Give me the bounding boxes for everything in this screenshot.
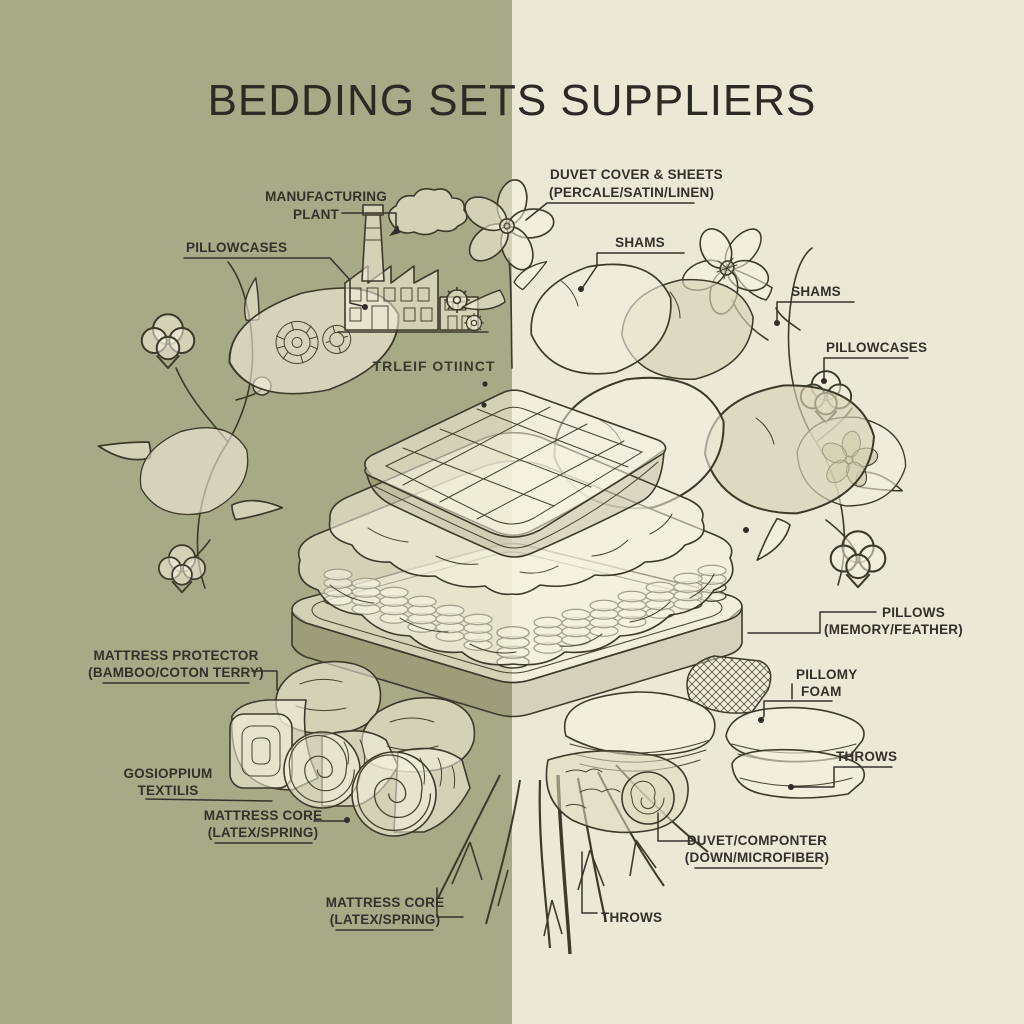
leader-line [145,798,273,802]
leader-dot [578,286,584,292]
leader-line [582,252,685,288]
label-text: MATTRESS CORE [204,808,323,823]
leader-dot [774,320,780,326]
label-text: (MEMORY/FEATHER) [824,622,963,637]
label-text: DUVET/COMPONTER [687,833,827,848]
leader-line [747,611,877,634]
label-text: PILLOWCASES [186,240,287,255]
quilted-duvet-bed-stack [297,389,734,666]
label-shams-center: SHAMS [578,235,685,292]
label-pillomy-foam: PILLOMY FOAM [758,667,857,723]
mesh-foam-swatch [686,655,772,714]
label-pillowcases-right: PILLOWCASES [821,340,927,384]
leader-line [823,357,909,379]
label-shams-right: SHAMS [774,284,855,326]
manufacturing-plant-illustration [337,188,489,334]
pillow-shams-group [517,247,883,527]
label-mattress-core-bottom: MATTRESS CORE (LATEX/SPRING) [326,887,464,931]
label-text: GOSIOPPIUM [123,766,212,781]
leader-line [214,820,345,844]
label-throws-bottom: THROWS [581,851,662,925]
label-text: (PERCALE/SATIN/LINEN) [549,185,714,200]
label-manufacturing-plant: MANUFACTURING PLANT [265,189,400,236]
leader-dot [362,304,368,310]
leader-dot [821,378,827,384]
leader-line [335,887,464,931]
mattress-rolls [229,699,471,837]
label-duvet-cover-sheets: DUVET COVER & SHEETS (PERCALE/SATIN/LINE… [525,167,723,221]
quilted-duvet [364,389,667,538]
folded-duvets [545,691,866,834]
label-text: PLANT [293,207,340,222]
label-text: SHAMS [615,235,665,250]
leader-line [341,212,397,228]
label-text: MATTRESS PROTECTOR [93,648,258,663]
leader-line [183,257,363,307]
label-pillowcases-left: PILLOWCASES [183,240,368,310]
label-text: FOAM [801,684,842,699]
smoke-cloud [388,188,468,236]
label-text: PILLOMY [796,667,857,682]
leader-dot [482,381,488,387]
label-text: PILLOWCASES [826,340,927,355]
label-mattress-core-left: MATTRESS CORE (LATEX/SPRING) [204,808,350,844]
cotton-plant-left [97,261,415,594]
label-duvet-comforter: DUVET/COMPONTER (DOWN/MICROFIBER) [657,812,829,869]
leader-line [776,301,855,321]
leader-line [657,812,823,869]
pillow-spool-print [215,268,415,415]
leader-line [581,851,598,914]
label-text: MANUFACTURING [265,189,387,204]
label-text: TEXTILIS [138,783,199,798]
leader-dot [344,817,350,823]
leader-line [525,202,695,221]
label-text: DUVET COVER & SHEETS [550,167,723,182]
label-mattress-protector: MATTRESS PROTECTOR (BAMBOO/COTON TERRY) [88,648,278,691]
rolled-blanket [545,750,689,834]
label-text: THROWS [601,910,662,925]
leader-dot [788,784,794,790]
leader-line [793,766,893,788]
leader-dot [758,717,764,723]
label-throws-right: THROWS [788,749,897,790]
label-text: (BAMBOO/COTON TERRY) [88,665,264,680]
leader-arrow [389,225,400,236]
label-text: TRLEIF OTIINCT [373,358,496,374]
label-text: THROWS [836,749,897,764]
label-pillows-memory-feather: PILLOWS (MEMORY/FEATHER) [743,527,963,637]
leader-line [102,670,278,691]
label-text: MATTRESS CORE [326,895,445,910]
label-text: PILLOWS [882,605,945,620]
label-text: (LATEX/SPRING) [330,912,441,927]
flower-top-center [448,169,566,369]
leader-dot [743,527,749,533]
label-gossypium-textilis: GOSIOPPIUM TEXTILIS [123,766,273,802]
label-text: (DOWN/MICROFIBER) [685,850,829,865]
leader-dot [481,402,487,408]
page-title: BEDDING SETS SUPPLIERS [207,76,817,125]
label-text: SHAMS [791,284,841,299]
label-bed-caption: TRLEIF OTIINCT [373,358,496,408]
label-text: (LATEX/SPRING) [208,825,319,840]
